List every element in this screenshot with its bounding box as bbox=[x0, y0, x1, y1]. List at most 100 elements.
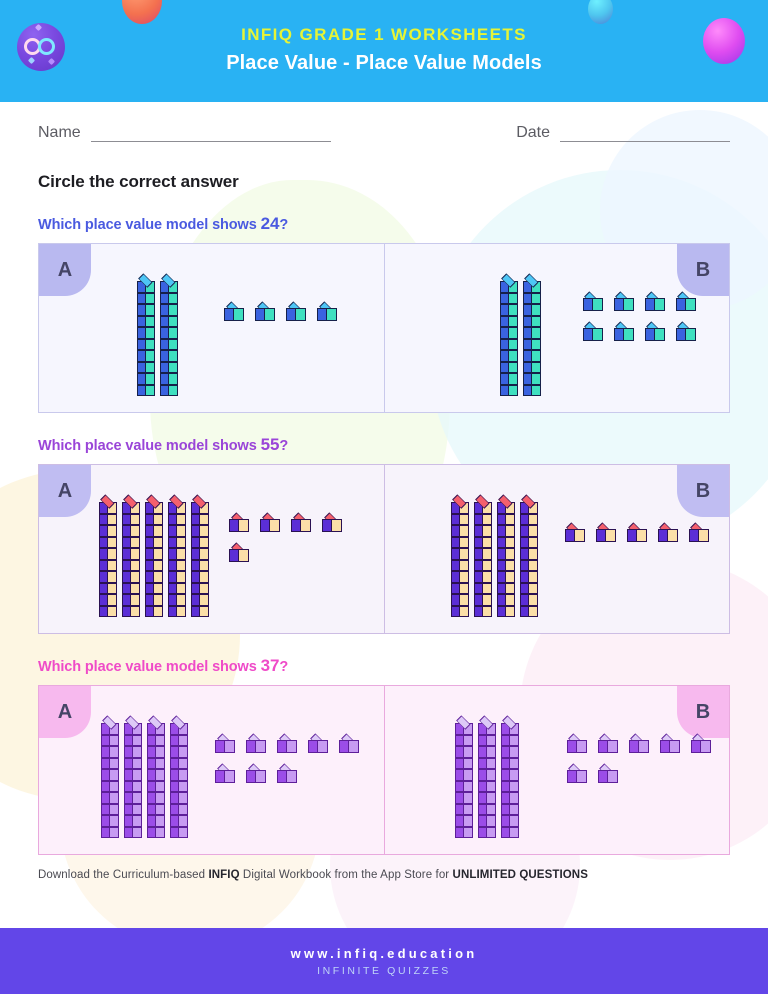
cyan-sphere-icon bbox=[588, 0, 613, 24]
tens-rod bbox=[137, 273, 155, 396]
tens-rod bbox=[99, 494, 117, 617]
place-value-model bbox=[385, 686, 730, 854]
unit-cube bbox=[597, 763, 620, 788]
tens-rod bbox=[145, 494, 163, 617]
ones-row bbox=[229, 542, 344, 567]
page-title: Place Value - Place Value Models bbox=[226, 52, 542, 74]
tens-rod bbox=[499, 273, 518, 396]
unit-cube bbox=[215, 733, 237, 758]
tens-rod bbox=[168, 494, 186, 617]
answer-option-b[interactable]: B bbox=[383, 243, 730, 413]
place-value-model bbox=[385, 244, 730, 412]
unit-cube bbox=[322, 512, 344, 537]
unit-cube bbox=[246, 763, 268, 788]
question-prompt-suffix: ? bbox=[279, 217, 289, 233]
answer-option-a[interactable]: A bbox=[38, 464, 384, 634]
unit-cube bbox=[246, 733, 268, 758]
header-subtitle: INFIQ GRADE 1 WORKSHEETS bbox=[241, 25, 527, 44]
unit-cube bbox=[644, 291, 667, 316]
magenta-sphere-icon bbox=[703, 18, 745, 64]
question-prompt-suffix: ? bbox=[279, 438, 289, 454]
unit-cube bbox=[277, 763, 299, 788]
unit-cube bbox=[566, 733, 589, 758]
name-field-group: Name bbox=[38, 124, 331, 142]
ones-row bbox=[566, 763, 713, 788]
tens-group bbox=[101, 715, 188, 838]
worksheet-body: Name Date Circle the correct answer Whic… bbox=[0, 124, 768, 855]
promo-emphasis: UNLIMITED QUESTIONS bbox=[452, 869, 588, 881]
ones-row bbox=[215, 733, 361, 758]
unit-cube bbox=[255, 301, 277, 326]
coral-sphere-icon bbox=[122, 0, 162, 24]
unit-cube bbox=[291, 512, 313, 537]
tens-rod bbox=[122, 494, 140, 617]
question-prompt-text: Which place value model shows bbox=[38, 217, 261, 233]
tens-rod bbox=[454, 715, 473, 838]
tens-rod bbox=[147, 715, 165, 838]
page-footer: www.infiq.education INFINITE QUIZZES bbox=[0, 928, 768, 994]
tens-group bbox=[137, 273, 178, 396]
tens-rod bbox=[170, 715, 188, 838]
unit-cube bbox=[613, 321, 636, 346]
date-label: Date bbox=[516, 124, 550, 141]
answer-option-a[interactable]: A bbox=[38, 685, 384, 855]
tens-rod bbox=[101, 715, 119, 838]
unit-cube bbox=[582, 291, 605, 316]
question-number: 37 bbox=[260, 656, 280, 675]
unit-cube bbox=[564, 522, 587, 547]
tens-rod bbox=[477, 715, 496, 838]
student-info-row: Name Date bbox=[38, 124, 730, 142]
tens-rod bbox=[519, 494, 538, 617]
unit-cube bbox=[229, 512, 251, 537]
unit-cube bbox=[317, 301, 339, 326]
name-label: Name bbox=[38, 124, 81, 141]
unit-cube bbox=[595, 522, 618, 547]
unit-cube bbox=[675, 321, 698, 346]
unit-cube bbox=[215, 763, 237, 788]
unit-cube bbox=[286, 301, 308, 326]
unit-cube bbox=[657, 522, 680, 547]
instruction-heading: Circle the correct answer bbox=[38, 172, 239, 191]
unit-cube bbox=[628, 733, 651, 758]
ones-group bbox=[215, 733, 361, 788]
ones-group bbox=[566, 733, 713, 788]
place-value-model bbox=[39, 686, 384, 854]
unit-cube bbox=[644, 321, 667, 346]
tens-group bbox=[499, 273, 541, 396]
ones-group bbox=[582, 291, 698, 346]
question-prompt: Which place value model shows 55? bbox=[38, 435, 730, 455]
tens-group bbox=[99, 494, 209, 617]
unit-cube bbox=[659, 733, 682, 758]
unit-cube bbox=[626, 522, 649, 547]
tens-rod bbox=[160, 273, 178, 396]
question-prompt-text: Which place value model shows bbox=[38, 659, 261, 675]
unit-cube bbox=[690, 733, 713, 758]
ones-row bbox=[582, 321, 698, 346]
footer-url[interactable]: www.infiq.education bbox=[290, 945, 478, 961]
unit-cube bbox=[260, 512, 282, 537]
name-input[interactable] bbox=[90, 128, 331, 142]
answer-option-a[interactable]: A bbox=[38, 243, 384, 413]
ones-group bbox=[564, 522, 711, 547]
tens-group bbox=[450, 494, 538, 617]
question-prompt: Which place value model shows 37? bbox=[38, 656, 730, 676]
answer-option-b[interactable]: B bbox=[383, 464, 730, 634]
tens-rod bbox=[191, 494, 209, 617]
infiq-logo[interactable] bbox=[17, 23, 65, 71]
tens-rod bbox=[522, 273, 541, 396]
ones-row bbox=[582, 291, 698, 316]
unit-cube bbox=[613, 291, 636, 316]
question-number: 24 bbox=[260, 214, 280, 233]
tens-group bbox=[454, 715, 519, 838]
question-number: 55 bbox=[260, 435, 280, 454]
unit-cube bbox=[582, 321, 605, 346]
question-prompt: Which place value model shows 24? bbox=[38, 214, 730, 234]
date-input[interactable] bbox=[560, 128, 730, 142]
tens-rod bbox=[500, 715, 519, 838]
ones-group bbox=[224, 301, 339, 326]
answer-option-b[interactable]: B bbox=[383, 685, 730, 855]
